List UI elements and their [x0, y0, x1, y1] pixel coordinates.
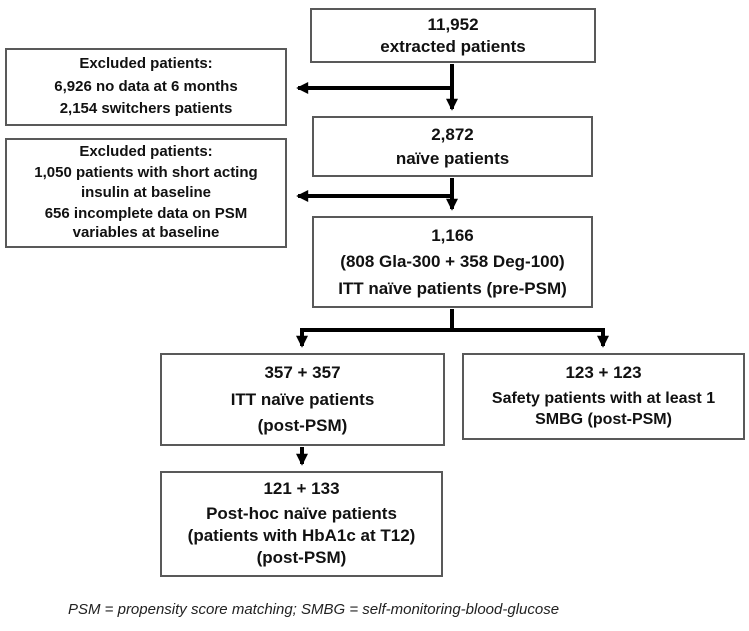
exclusion-item: 6,926 no data at 6 months	[54, 77, 238, 95]
box-label: Post-hoc naïve patients (patients with H…	[188, 503, 416, 569]
exclusion-item-line: variables at baseline	[72, 224, 220, 242]
patient-count: 11,952	[427, 14, 479, 34]
box-excluded-baseline: Excluded patients: 1,050 patients with s…	[5, 138, 287, 248]
box-itt-post-psm: 357 + 357 ITT naïve patients (post-PSM)	[160, 353, 445, 446]
group-breakdown: (808 Gla-300 + 358 Deg-100)	[340, 252, 565, 272]
box-label-line: SMBG (post-PSM)	[535, 410, 672, 428]
exclusion-item-line: 1,050 patients with short acting	[34, 164, 258, 182]
box-extracted-patients: 11,952 extracted patients	[310, 8, 596, 63]
box-label: ITT naïve patients (pre-PSM)	[338, 278, 567, 298]
abbreviations-footnote: PSM = propensity score matching; SMBG = …	[68, 601, 560, 618]
box-label: extracted patients	[380, 37, 526, 57]
exclusion-item-line: insulin at baseline	[80, 183, 212, 201]
exclusion-item: 1,050 patients with short acting insulin…	[34, 163, 257, 202]
box-post-hoc-patients: 121 + 133 Post-hoc naïve patients (patie…	[160, 471, 443, 577]
box-sublabel: (post-PSM)	[257, 416, 348, 436]
box-label-line: (patients with HbA1c at T12)	[187, 526, 416, 546]
patient-count: 123 + 123	[565, 363, 642, 383]
exclusion-item: 656 incomplete data on PSM variables at …	[45, 204, 248, 243]
box-label: Safety patients with at least 1 SMBG (po…	[492, 389, 715, 431]
box-label: naïve patients	[395, 149, 510, 169]
box-excluded-6-months: Excluded patients: 6,926 no data at 6 mo…	[5, 48, 287, 126]
box-label-line: Safety patients with at least 1	[491, 390, 716, 407]
patient-count: 357 + 357	[264, 363, 341, 383]
exclusion-item: 2,154 switchers patients	[59, 99, 233, 117]
box-itt-pre-psm: 1,166 (808 Gla-300 + 358 Deg-100) ITT na…	[312, 216, 593, 308]
box-title: Excluded patients:	[79, 55, 213, 73]
box-title: Excluded patients:	[79, 143, 213, 161]
box-label: ITT naïve patients	[230, 389, 375, 409]
box-label-line: Post-hoc naïve patients	[206, 504, 397, 524]
box-label-line: (post-PSM)	[256, 548, 347, 568]
box-naive-patients: 2,872 naïve patients	[312, 116, 593, 177]
patient-count: 121 + 133	[263, 479, 340, 499]
patient-count: 1,166	[431, 226, 474, 246]
patient-count: 2,872	[431, 124, 474, 144]
box-safety-patients: 123 + 123 Safety patients with at least …	[462, 353, 745, 440]
exclusion-item-line: 656 incomplete data on PSM	[44, 204, 248, 222]
